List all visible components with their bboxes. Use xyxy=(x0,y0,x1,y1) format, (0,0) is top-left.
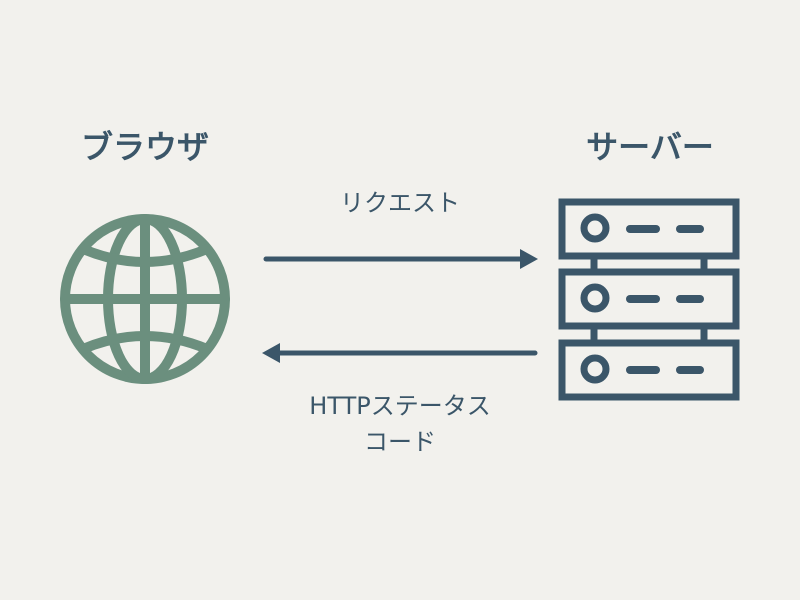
server-title: サーバー xyxy=(586,128,714,166)
response-label-line2: コード xyxy=(364,428,436,456)
response-label-line1: HTTPステータス xyxy=(309,392,491,420)
browser-title: ブラウザ xyxy=(80,128,209,166)
request-label: リクエスト xyxy=(340,189,460,217)
